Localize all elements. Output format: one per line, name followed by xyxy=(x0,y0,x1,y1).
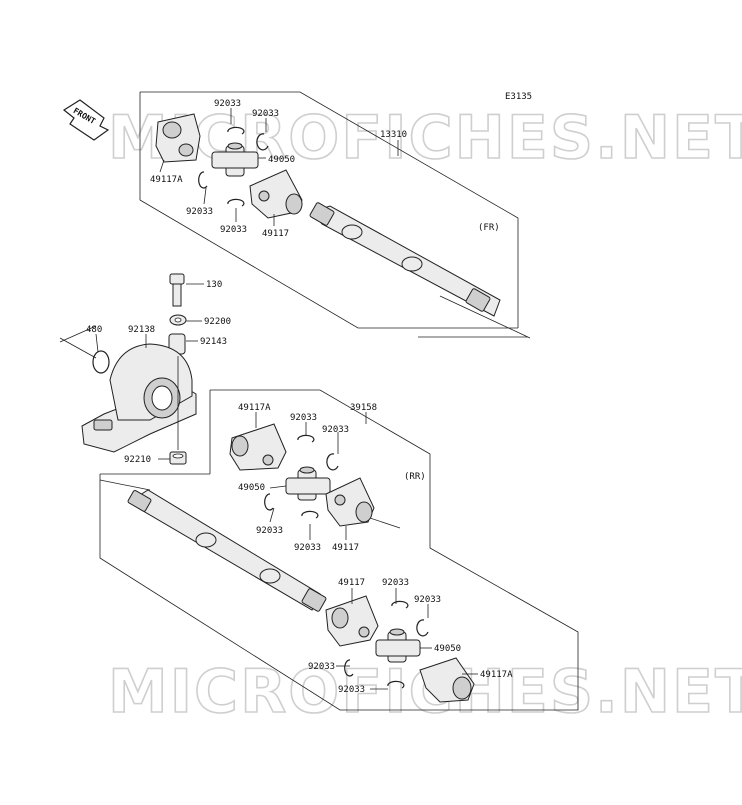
front-assembly-label: (FR) xyxy=(478,223,500,233)
part-label: 92138 xyxy=(128,325,155,335)
watermark-bottom: MICROFICHES.NET xyxy=(108,657,742,727)
front-circlip-3 xyxy=(198,171,208,189)
part-label: 92033 xyxy=(252,109,279,119)
rear-circlip-8 xyxy=(387,680,405,689)
part-labels: 92033 92033 13310 49050 49117A 92033 920… xyxy=(86,99,513,695)
front-arrow-icon: FRONT xyxy=(62,99,110,141)
rear-circlip-3 xyxy=(264,493,274,511)
snap-ring-line-2 xyxy=(59,325,97,343)
part-label: 92033 xyxy=(338,685,365,695)
part-label: 92033 xyxy=(382,578,409,588)
front-circlip-2 xyxy=(256,133,269,151)
part-label: 39158 xyxy=(350,403,377,413)
part-label: 49117A xyxy=(480,670,513,680)
part-label: 49050 xyxy=(434,644,461,654)
front-cross-49050 xyxy=(211,142,259,177)
part-label: 480 xyxy=(86,325,102,335)
front-assembly-box xyxy=(139,91,531,339)
rear-circlip-1 xyxy=(297,434,315,443)
rear-cross-49050-lower xyxy=(375,628,421,663)
rear-assembly-label: (RR) xyxy=(404,472,426,482)
leader-lines xyxy=(95,108,478,690)
part-label: 92033 xyxy=(290,413,317,423)
part-label: 92033 xyxy=(256,526,283,536)
part-label: 92033 xyxy=(414,595,441,605)
part-label: 92033 xyxy=(214,99,241,109)
snap-ring-480 xyxy=(92,350,110,374)
rear-yoke-49117-lower xyxy=(325,595,379,647)
rear-circlip-5 xyxy=(391,600,409,609)
part-label: 92143 xyxy=(200,337,227,347)
rear-cross-49050-upper xyxy=(285,466,331,501)
front-yoke-49117 xyxy=(249,169,303,219)
front-circlip-1 xyxy=(227,126,245,135)
bolt-130 xyxy=(169,273,185,307)
rear-yoke-49117a-lower xyxy=(419,657,475,703)
part-label: 49117 xyxy=(262,229,289,239)
part-label: 92033 xyxy=(294,543,321,553)
bearing-housing-92138 xyxy=(81,343,197,453)
part-label: 49117 xyxy=(338,578,365,588)
part-label: 130 xyxy=(206,280,222,290)
part-label: 92210 xyxy=(124,455,151,465)
front-circlip-4 xyxy=(227,198,245,207)
snap-ring-line xyxy=(59,337,97,359)
part-label: 92033 xyxy=(308,662,335,672)
part-label: 13310 xyxy=(380,130,407,140)
rear-shaft-39158 xyxy=(127,489,327,612)
part-label: 49117 xyxy=(332,543,359,553)
rear-circlip-7 xyxy=(344,659,354,677)
rear-yoke-49117a-upper xyxy=(229,423,287,471)
diagram-code: E3135 xyxy=(505,92,532,102)
part-label: 92033 xyxy=(186,207,213,217)
rear-circlip-4 xyxy=(301,510,319,519)
part-label: 92033 xyxy=(220,225,247,235)
rear-circlip-2 xyxy=(326,453,339,471)
part-label: 49050 xyxy=(268,155,295,165)
watermark-top: MICROFICHES.NET xyxy=(108,103,742,173)
nut-92210 xyxy=(169,451,187,465)
part-label: 49117A xyxy=(238,403,271,413)
rear-yoke-49117-upper xyxy=(325,477,375,527)
part-label: 49050 xyxy=(238,483,265,493)
part-label: 92033 xyxy=(322,425,349,435)
front-shaft-13310 xyxy=(309,202,501,317)
part-label: 92200 xyxy=(204,317,231,327)
front-yoke-49117a xyxy=(155,113,201,163)
part-label: 49117A xyxy=(150,175,183,185)
rear-circlip-6 xyxy=(416,619,429,637)
